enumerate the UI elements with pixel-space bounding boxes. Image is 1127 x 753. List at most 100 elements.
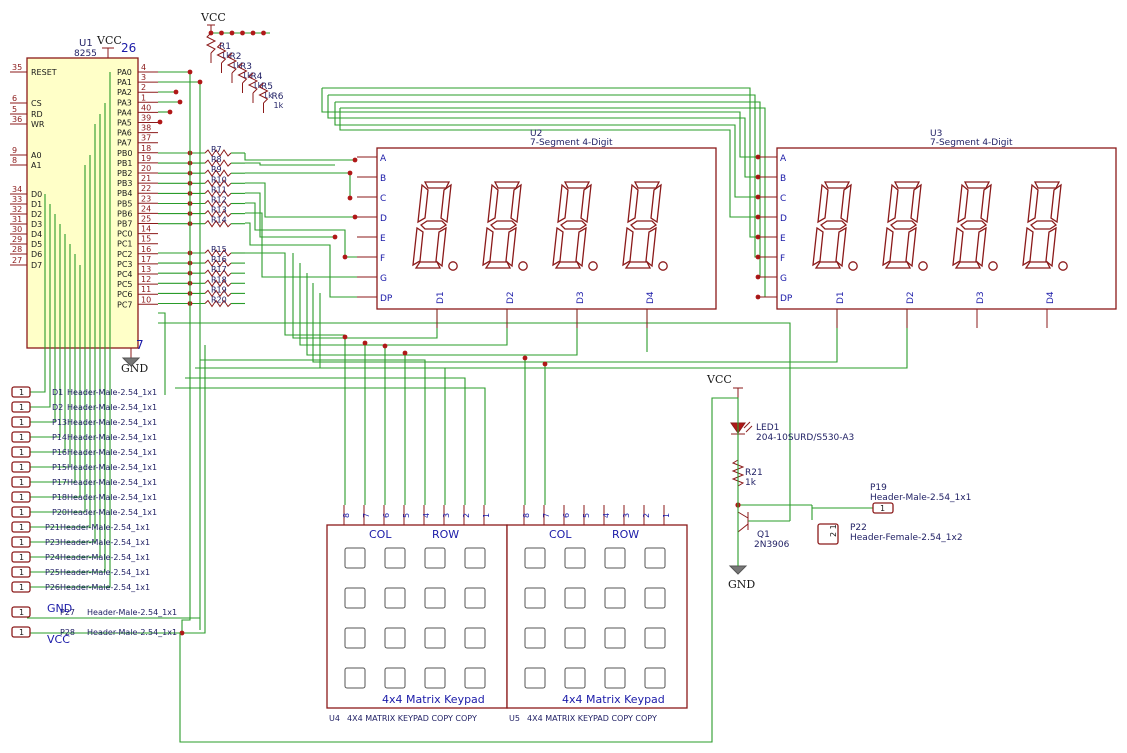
keypad-key[interactable] [464,667,486,689]
u1-right-pin-name: PA1 [117,78,132,87]
keypad-key[interactable] [344,667,366,689]
u1-right-pin-num: 40 [141,103,151,112]
keypad-pin: 4 [602,513,611,518]
u1-left-pin-name: D6 [31,250,42,259]
keypad-key[interactable] [424,667,446,689]
u1-right-pin-num: 13 [141,265,151,274]
ladder-resistor-ref: R19 [211,285,227,294]
keypad-key[interactable] [384,587,406,609]
u1-right-pin-num: 39 [141,114,151,123]
keypad-key[interactable] [424,587,446,609]
p22-ref: P22 [850,523,867,533]
keypad-key[interactable] [604,667,626,689]
u1-right-pin-name: PC6 [117,290,133,299]
u1-left-pin-num: 29 [12,235,22,244]
keypad-key[interactable] [384,547,406,569]
header-connector [11,551,31,563]
keypad-key[interactable] [344,547,366,569]
u1-left-pin-name: D7 [31,261,42,270]
keypad-key[interactable] [464,587,486,609]
keypad-key[interactable] [464,627,486,649]
header-pin: 1 [19,463,24,472]
keypad-ref: U5 [509,714,520,723]
header-pin: 1 [19,523,24,532]
header-connector [11,491,31,503]
header-connector [11,446,31,458]
keypad-key[interactable] [524,547,546,569]
u1-left-pin-num: 28 [12,245,22,254]
q1-ref: Q1 [757,530,770,540]
u1-left-pin-name: D3 [31,220,42,229]
u1-8255-chip: U1 8255 VCC 26 7 GND 35RESET6CS5RD36WR9A… [10,34,158,375]
ladder-resistor-ref: R18 [211,275,227,284]
display-seg-pin: F [780,254,785,264]
keypad-key[interactable] [384,627,406,649]
keypad-key[interactable] [524,667,546,689]
keypad-key[interactable] [524,627,546,649]
resistor-icon [204,269,232,278]
keypad-key[interactable] [424,627,446,649]
keypad-key[interactable] [564,587,586,609]
u1-left-pin-num: 33 [12,195,22,204]
p19-ref: P19 [870,483,887,493]
u1-left-pin-name: D1 [31,200,42,209]
resistor-icon [204,259,232,268]
keypad-value: 4X4 MATRIX KEYPAD COPY COPY [527,714,657,723]
keypad-key[interactable] [384,667,406,689]
keypad-key[interactable] [564,627,586,649]
keypad-key[interactable] [464,547,486,569]
resistor-icon [204,179,232,188]
header-ref: P16 [52,448,67,457]
keypad-pin: 5 [402,513,411,518]
u1-left-pin-num: 32 [12,205,22,214]
keypad-key[interactable] [564,547,586,569]
keypad-key[interactable] [604,627,626,649]
keypad-key[interactable] [524,587,546,609]
keypad-key[interactable] [644,667,666,689]
keypad-key[interactable] [644,547,666,569]
keypad-key[interactable] [604,587,626,609]
u1-right-pin-name: PA4 [117,108,132,117]
display-seg-pin: C [380,194,386,204]
header-value: Header-Male-2.54_1x1 [67,463,157,472]
u1-right-pin-name: PC7 [117,300,133,309]
u1-left-pin-name: D0 [31,190,42,199]
ladder-resistor-ref: R13 [211,206,227,215]
keypad-key[interactable] [644,587,666,609]
u1-right-pin-name: PB5 [117,199,132,208]
header-value: Header-Male-2.54_1x1 [60,538,150,547]
u1-right-pin-name: PC4 [117,270,133,279]
header-pin: 1 [19,508,24,517]
ladder-resistor-ref: R20 [211,296,227,305]
led-transistor-circuit: VCC LED1 204-10SURD/S530-A3 R21 1k Q1 2N… [179,373,971,743]
header-connector [11,521,31,533]
header-ref: P24 [45,553,60,562]
header-pin: 1 [19,478,24,487]
u1-right-pin-num: 37 [141,134,151,143]
keypad-value: 4X4 MATRIX KEYPAD COPY COPY [347,714,477,723]
ladder-resistor-ref: R17 [211,265,227,274]
keypad-key[interactable] [424,547,446,569]
p22-pins: 2 1 [829,524,838,537]
display-seg-pin: G [380,274,387,284]
u1-right-pin-num: 3 [141,73,146,82]
p19-value: Header-Male-2.54_1x1 [870,493,971,503]
u1-right-pin-num: 16 [141,245,151,254]
ladder-resistor-ref: R12 [211,196,227,205]
keypad-key[interactable] [604,547,626,569]
u1-right-pin-name: PA0 [117,68,132,77]
resistor-icon [204,199,232,208]
keypad-key[interactable] [344,587,366,609]
keypad-key[interactable] [344,627,366,649]
keypad-key[interactable] [564,667,586,689]
display-seg-pin: A [780,154,787,164]
display-digit-pin: D3 [976,291,986,304]
u1-right-pin-name: PC5 [117,280,133,289]
resistor-icon [204,249,232,257]
u1-left-pin-num: 27 [12,256,22,265]
u1-gnd-label: GND [121,362,148,375]
keypad-key[interactable] [644,627,666,649]
header-connector [11,461,31,473]
keypad-pin: 2 [642,513,651,518]
